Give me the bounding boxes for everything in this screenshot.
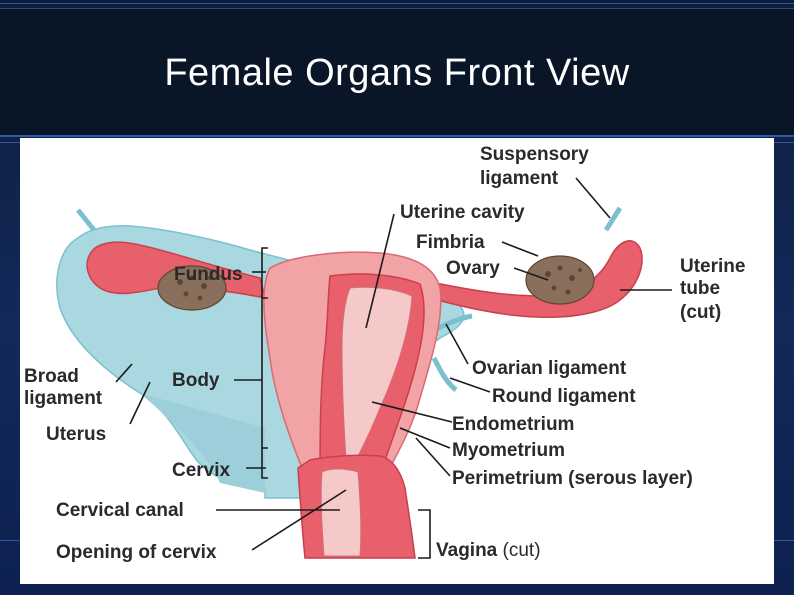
label-ovary: Ovary — [446, 258, 500, 279]
leader-myometrium — [399, 427, 451, 449]
suspensory-ligament-left — [76, 208, 96, 232]
leader-opening-of-cervix — [251, 489, 347, 551]
label-body: Body — [172, 370, 220, 391]
label-broad: Broad — [24, 366, 79, 387]
label-opening-of-cervix: Opening of cervix — [56, 542, 217, 563]
label-vagina-word: Vagina — [436, 540, 498, 561]
ovarian-ligament-shape — [437, 313, 473, 331]
leader-endometrium — [371, 401, 453, 423]
left-ovary-texture — [177, 275, 212, 301]
label-myometrium: Myometrium — [452, 440, 565, 461]
leader-suspensory — [575, 177, 611, 219]
label-round-ligament: Round ligament — [492, 386, 636, 407]
label-cervical-canal: Cervical canal — [56, 500, 184, 521]
uterus-diagram: Suspensory ligament Uterine cavity Fimbr… — [24, 144, 745, 563]
label-vagina-cut: (cut) — [503, 540, 541, 561]
leader-fimbria — [501, 241, 539, 257]
right-ovary-texture — [545, 265, 582, 295]
label-endometrium: Endometrium — [452, 414, 574, 435]
leader-uterine-cavity — [365, 213, 395, 329]
label-vagina: Vagina (cut) — [436, 540, 541, 561]
label-uterus: Uterus — [46, 424, 106, 445]
anatomy-figure: Suspensory ligament Uterine cavity Fimbr… — [20, 138, 774, 584]
label-suspensory-ligament: ligament — [480, 168, 559, 189]
label-uterine-tube-2: tube — [680, 278, 720, 299]
label-uterine-tube-1: Uterine — [680, 256, 745, 277]
suspensory-ligament-right — [603, 206, 623, 232]
right-ovary — [525, 255, 595, 305]
right-uterine-tube — [415, 240, 643, 318]
leader-ovarian-ligament — [445, 323, 469, 365]
label-broad-ligament: ligament — [24, 388, 103, 409]
label-uterine-tube-3: (cut) — [680, 302, 721, 323]
label-suspensory: Suspensory — [480, 144, 589, 165]
decorative-line — [0, 3, 794, 4]
leader-uterus — [129, 381, 151, 425]
leader-ovary — [513, 267, 549, 281]
broad-ligament-lower — [140, 393, 265, 493]
label-fundus: Fundus — [174, 264, 243, 285]
leader-broad-ligament — [115, 363, 133, 383]
label-ovarian-ligament: Ovarian ligament — [472, 358, 627, 379]
label-fimbria: Fimbria — [416, 232, 485, 253]
vagina-bracket — [418, 509, 431, 559]
slide-title: Female Organs Front View — [164, 52, 630, 94]
leader-round-ligament — [449, 377, 491, 393]
label-uterine-cavity: Uterine cavity — [400, 202, 525, 223]
label-cervix: Cervix — [172, 460, 231, 481]
title-bar — [0, 8, 794, 137]
label-perimetrium: Perimetrium (serous layer) — [452, 468, 693, 489]
cervical-canal-shape — [320, 468, 362, 557]
uterine-cavity-lumen — [341, 286, 413, 461]
round-ligament-shape — [431, 356, 458, 392]
uterus-bracket — [261, 247, 268, 479]
leader-perimetrium — [415, 437, 451, 477]
